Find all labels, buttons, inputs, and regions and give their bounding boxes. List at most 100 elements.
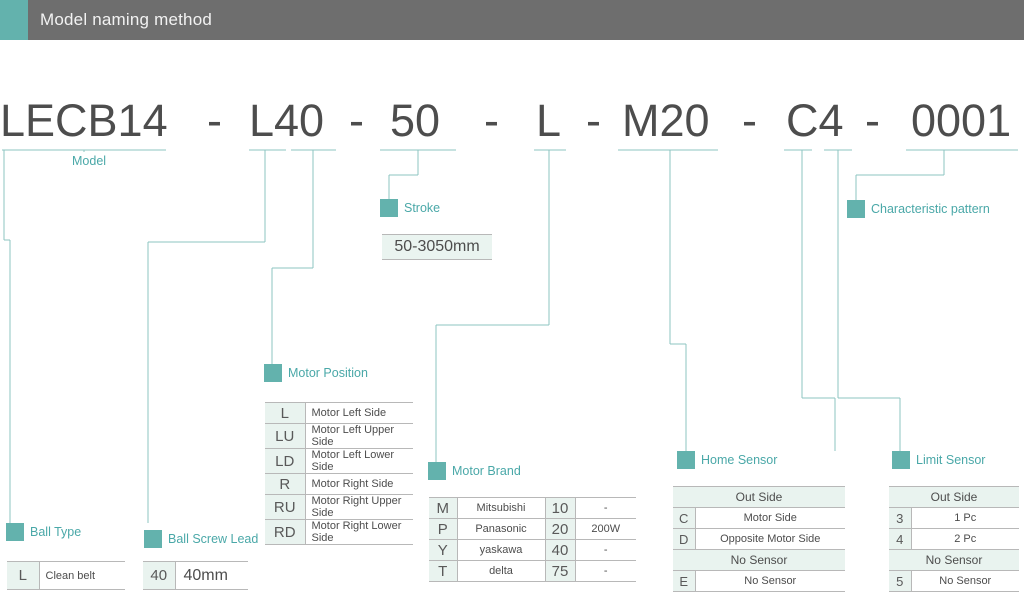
cell-code: LU <box>265 423 306 449</box>
cell-num: 10 <box>544 497 576 519</box>
motor-brand-table: M Mitsubishi 10 - P Panasonic 20 200W Y … <box>429 497 636 582</box>
home-sensor-table: Out Side C Motor Side D Opposite Motor S… <box>673 486 845 592</box>
cell-desc: Motor Right Lower Side <box>305 519 413 545</box>
cell-desc: No Sensor <box>911 570 1019 592</box>
callout-ball-type-label: Ball Type <box>30 525 82 539</box>
code-separator: - <box>865 95 880 146</box>
cell-code: LD <box>265 448 306 474</box>
table-group-header-row: Out Side <box>889 486 1019 508</box>
group-header: No Sensor <box>889 549 1019 571</box>
group-header: No Sensor <box>673 549 845 571</box>
code-segment-model: LECB14 <box>0 95 168 146</box>
group-header: Out Side <box>889 486 1019 508</box>
cell-code: 3 <box>889 507 912 529</box>
cell-desc: Opposite Motor Side <box>695 528 845 550</box>
callout-marker-icon <box>677 451 695 469</box>
cell-code: T <box>429 560 458 582</box>
code-separator: - <box>742 95 757 146</box>
code-segment-stroke: 50 <box>390 95 441 146</box>
table-row: RU Motor Right Upper Side <box>265 494 413 520</box>
cell-code: M <box>429 497 458 519</box>
cell-brand: Mitsubishi <box>457 497 545 519</box>
cell-code: 4 <box>889 528 912 550</box>
callout-limit-sensor: Limit Sensor <box>892 451 985 469</box>
cell-desc: 1 Pc <box>911 507 1019 529</box>
table-group-header-row: No Sensor <box>889 549 1019 571</box>
callout-ball-type: Ball Type <box>6 523 81 541</box>
callout-ball-screw-lead: Ball Screw Lead <box>144 530 258 548</box>
cell-desc: Motor Side <box>695 507 845 529</box>
group-header: Out Side <box>673 486 845 508</box>
header-marker-icon <box>0 0 28 40</box>
callout-marker-icon <box>380 199 398 217</box>
table-row: LU Motor Left Upper Side <box>265 423 413 449</box>
cell-code: R <box>265 473 306 495</box>
callout-motor-position: Motor Position <box>264 364 368 382</box>
code-segment-home: C4 <box>786 95 844 146</box>
callout-home-sensor: Home Sensor <box>677 451 777 469</box>
code-segment-lead: L40 <box>249 95 325 146</box>
cell-code: RU <box>265 494 306 520</box>
callout-ball-screw-lead-label: Ball Screw Lead <box>168 532 259 546</box>
cell-desc: 2 Pc <box>911 528 1019 550</box>
page-title: Model naming method <box>40 10 213 29</box>
table-row: RD Motor Right Lower Side <box>265 519 413 545</box>
code-segment-brand: M20 <box>622 95 710 146</box>
cell-brand: delta <box>457 560 545 582</box>
stroke-value-box: 50-3050mm <box>382 234 492 260</box>
cell-desc: No Sensor <box>695 570 845 592</box>
code-segment-pattern: 0001 <box>911 95 1012 146</box>
cell-code: C <box>673 507 696 529</box>
cell-desc: Motor Left Side <box>305 402 413 424</box>
limit-sensor-tbody: Out Side 3 1 Pc 4 2 Pc No Sensor 5 No Se… <box>889 486 1019 592</box>
code-segment-position: L <box>536 95 562 146</box>
cell-desc: Motor Left Lower Side <box>305 448 413 474</box>
code-separator: - <box>207 95 222 146</box>
table-group-header-row: No Sensor <box>673 549 845 571</box>
cell-code: E <box>673 570 696 592</box>
cell-brand: Panasonic <box>457 518 545 540</box>
ball-type-tbody: L Clean belt <box>7 561 125 590</box>
table-row: C Motor Side <box>673 507 845 529</box>
limit-sensor-table: Out Side 3 1 Pc 4 2 Pc No Sensor 5 No Se… <box>889 486 1019 592</box>
table-row: P Panasonic 20 200W <box>429 518 636 540</box>
cell-code: 40 <box>143 561 176 590</box>
motor-position-tbody: L Motor Left Side LU Motor Left Upper Si… <box>265 402 413 545</box>
cell-desc: Motor Left Upper Side <box>305 423 413 449</box>
cell-power: - <box>575 560 636 582</box>
table-row: 5 No Sensor <box>889 570 1019 592</box>
cell-power: - <box>575 497 636 519</box>
cell-power: 200W <box>575 518 636 540</box>
code-separator: - <box>349 95 364 146</box>
callout-motor-brand-label: Motor Brand <box>452 464 521 478</box>
table-group-header-row: Out Side <box>673 486 845 508</box>
cell-code: L <box>7 561 40 590</box>
ball-screw-lead-tbody: 40 40mm <box>143 561 248 590</box>
cell-code: P <box>429 518 458 540</box>
table-row: M Mitsubishi 10 - <box>429 497 636 519</box>
cell-power: - <box>575 539 636 561</box>
callout-marker-icon <box>892 451 910 469</box>
table-row: T delta 75 - <box>429 560 636 582</box>
table-row: R Motor Right Side <box>265 473 413 495</box>
cell-desc: Motor Right Side <box>305 473 413 495</box>
callout-characteristic-pattern-label: Characteristic pattern <box>871 202 990 216</box>
callout-marker-icon <box>144 530 162 548</box>
callout-marker-icon <box>428 462 446 480</box>
callout-motor-position-label: Motor Position <box>288 366 368 380</box>
table-row: Y yaskawa 40 - <box>429 539 636 561</box>
table-row: L Motor Left Side <box>265 402 413 424</box>
ball-screw-lead-table: 40 40mm <box>143 561 248 590</box>
callout-motor-brand: Motor Brand <box>428 462 521 480</box>
callout-stroke: Stroke <box>380 199 440 217</box>
callout-limit-sensor-label: Limit Sensor <box>916 453 986 467</box>
callout-stroke-label: Stroke <box>404 201 441 215</box>
cell-brand: yaskawa <box>457 539 545 561</box>
table-row: 4 2 Pc <box>889 528 1019 550</box>
table-row: E No Sensor <box>673 570 845 592</box>
cell-code: Y <box>429 539 458 561</box>
cell-code: RD <box>265 519 306 545</box>
cell-code: 5 <box>889 570 912 592</box>
callout-marker-icon <box>6 523 24 541</box>
